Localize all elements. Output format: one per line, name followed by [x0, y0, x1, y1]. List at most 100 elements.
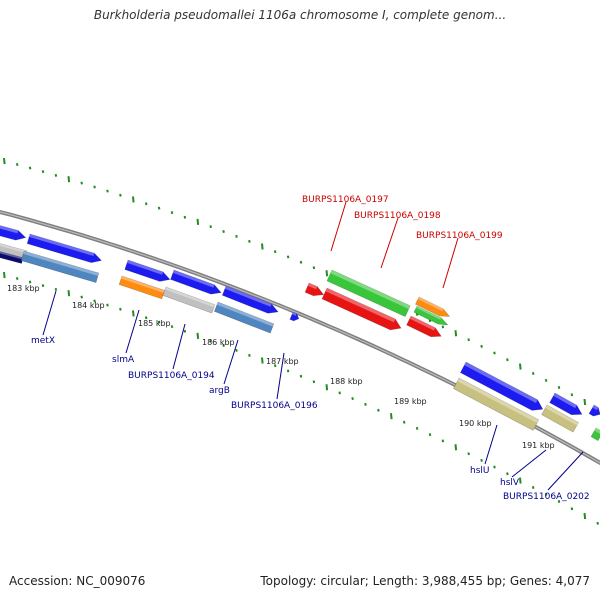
tick	[273, 250, 277, 254]
gene-blue-b1[interactable]	[124, 259, 172, 284]
tick	[557, 386, 561, 390]
gene-label-forward-leader	[380, 217, 399, 269]
tick	[261, 357, 264, 364]
tick	[41, 170, 45, 174]
gene-label-reverse[interactable]: BURPS1106A_0202	[503, 492, 590, 502]
tick	[196, 218, 200, 225]
gene-label-reverse-leader	[125, 309, 140, 354]
tick	[428, 433, 432, 437]
gene-green-right[interactable]	[590, 427, 600, 442]
chromosome-backbone	[0, 209, 600, 466]
tick	[54, 287, 58, 291]
gene-features[interactable]	[0, 224, 600, 442]
gene-label-reverse[interactable]: metX	[31, 336, 55, 346]
tick	[93, 185, 96, 189]
tick	[531, 485, 535, 489]
tick	[338, 391, 341, 395]
gene-blue-b3[interactable]	[221, 285, 280, 317]
tick	[196, 332, 200, 339]
gene-label-reverse-leader	[276, 352, 285, 400]
gene-blue-hslU[interactable]	[459, 361, 545, 415]
gene-red-b[interactable]	[321, 287, 403, 334]
kbp-label: 184 kbp	[72, 301, 105, 310]
tick	[119, 193, 122, 197]
tick	[144, 202, 148, 206]
tick	[157, 206, 161, 210]
tick	[144, 316, 148, 320]
gene-label-forward[interactable]: BURPS1106A_0198	[354, 211, 441, 221]
tick	[170, 325, 174, 329]
tick	[157, 320, 161, 324]
gene-label-reverse-leader	[172, 323, 186, 370]
gene-blue-0196[interactable]	[289, 311, 300, 322]
tick-marks	[3, 157, 599, 525]
tick	[480, 344, 483, 348]
gene-blue-right[interactable]	[588, 404, 600, 419]
tick	[467, 452, 470, 456]
gene-khaki-b[interactable]	[541, 404, 579, 433]
gene-orange-0198[interactable]	[415, 296, 451, 320]
tick	[15, 163, 19, 166]
gene-label-reverse[interactable]: hslU	[470, 466, 489, 476]
tick	[28, 280, 32, 284]
backbone-highlight	[0, 211, 600, 464]
backbone-line	[0, 209, 600, 466]
gene-blue-left-a[interactable]	[0, 224, 27, 242]
gene-label-reverse-leader	[223, 339, 239, 385]
tick	[377, 408, 380, 412]
gene-label-reverse[interactable]: BURPS1106A_0196	[231, 401, 318, 411]
tick	[415, 426, 419, 430]
gene-orange-slmA[interactable]	[118, 275, 166, 300]
tick	[106, 303, 109, 307]
tick	[312, 266, 316, 270]
tick	[183, 329, 187, 333]
gene-red-c[interactable]	[406, 315, 444, 341]
tick	[299, 374, 303, 378]
kbp-label: 186 kbp	[202, 338, 235, 347]
gene-red-a[interactable]	[304, 282, 325, 299]
tick	[273, 364, 277, 368]
tick	[493, 465, 496, 469]
tick	[506, 472, 509, 476]
gene-navy-left[interactable]	[0, 250, 24, 264]
tick	[67, 176, 71, 183]
topology-text: Topology: circular; Length: 3,988,455 bp…	[260, 574, 590, 588]
tick	[80, 295, 83, 299]
gene-steel-metX[interactable]	[20, 250, 100, 284]
accession-text: Accession: NC_009076	[9, 574, 146, 588]
gene-blue-left-b[interactable]	[26, 233, 103, 265]
kbp-label: 191 kbp	[522, 441, 555, 450]
tick	[325, 270, 329, 277]
gene-label-reverse[interactable]: argB	[209, 386, 230, 396]
tick	[544, 378, 548, 382]
tick	[364, 402, 367, 406]
kbp-label: 189 kbp	[394, 397, 427, 406]
tick	[286, 369, 290, 373]
kbp-label: 190 kbp	[459, 419, 492, 428]
gene-label-reverse[interactable]: hslV	[500, 478, 520, 488]
tick	[583, 512, 587, 520]
gene-labels[interactable]: BURPS1106A_0197BURPS1106A_0198BURPS1106A…	[31, 195, 590, 502]
gene-blue-hslV[interactable]	[549, 392, 585, 419]
tick	[493, 351, 496, 355]
tick	[54, 173, 58, 177]
gene-green-0199[interactable]	[413, 305, 449, 328]
gene-gray-0194[interactable]	[162, 286, 216, 314]
gene-label-forward[interactable]: BURPS1106A_0197	[302, 195, 389, 205]
tick	[132, 310, 135, 317]
tick	[106, 189, 109, 193]
tick	[209, 339, 212, 343]
gene-steel-argB[interactable]	[213, 301, 275, 334]
gene-label-reverse[interactable]: BURPS1106A_0194	[128, 371, 215, 381]
gene-label-forward[interactable]: BURPS1106A_0199	[416, 231, 503, 241]
tick	[248, 353, 251, 357]
tick	[3, 157, 6, 165]
tick	[261, 243, 264, 250]
gene-blue-b2[interactable]	[170, 269, 223, 297]
tick	[519, 363, 522, 370]
gene-khaki-a[interactable]	[453, 377, 540, 431]
gene-green-0197[interactable]	[326, 269, 411, 318]
tick	[67, 290, 71, 297]
gene-label-reverse[interactable]: slmA	[112, 355, 135, 365]
